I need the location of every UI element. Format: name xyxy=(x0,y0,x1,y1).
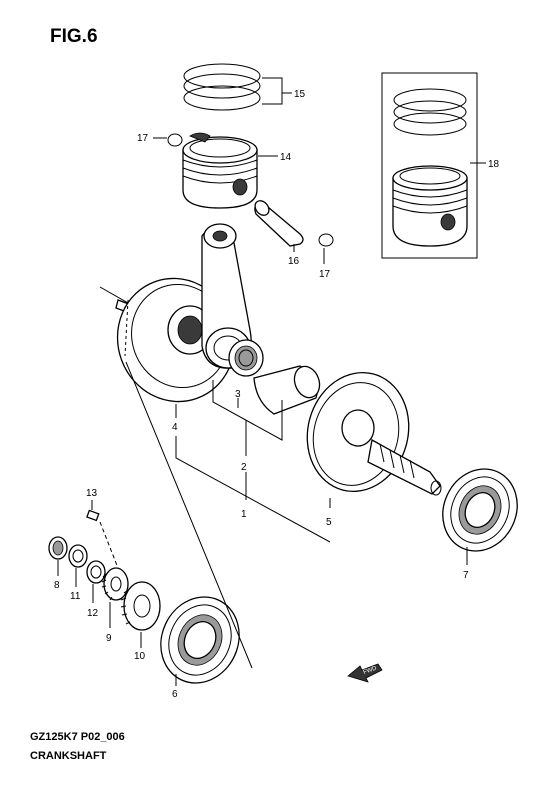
oil-seal[interactable] xyxy=(48,536,68,560)
piston-pin-clip-lower[interactable] xyxy=(318,233,334,247)
piston[interactable] xyxy=(182,132,258,209)
callout-7: 7 xyxy=(463,570,469,581)
crankshaft-right[interactable] xyxy=(294,361,442,503)
spacer-collar[interactable] xyxy=(68,544,88,568)
crank-pin[interactable] xyxy=(253,363,324,415)
callout-17-lower: 17 xyxy=(319,269,331,280)
callout-9: 9 xyxy=(106,633,112,644)
callout-16: 16 xyxy=(288,256,300,267)
callout-15: 15 xyxy=(294,89,306,100)
callout-12: 12 xyxy=(87,608,99,619)
needle-bearing[interactable] xyxy=(228,339,264,377)
callout-6: 6 xyxy=(172,689,178,700)
callout-17-upper: 17 xyxy=(137,133,149,144)
callout-5: 5 xyxy=(326,517,332,528)
callout-1: 1 xyxy=(241,509,247,520)
crankshaft-bearing-left[interactable] xyxy=(147,584,253,696)
callout-11: 11 xyxy=(70,591,81,602)
callout-14: 14 xyxy=(280,152,292,163)
crankshaft-bearing-right[interactable] xyxy=(430,457,531,564)
callout-13: 13 xyxy=(86,488,98,499)
piston-rings[interactable] xyxy=(183,63,261,111)
fwd-arrow-icon: FWD xyxy=(347,663,383,683)
callout-8: 8 xyxy=(54,580,60,591)
figure-title: FIG.6 xyxy=(50,26,98,47)
callout-2: 2 xyxy=(241,462,247,473)
primary-drive-gear[interactable] xyxy=(101,567,129,601)
callout-3: 3 xyxy=(235,389,241,400)
piston-pin-clip-upper[interactable] xyxy=(167,133,183,147)
crankshaft-gear[interactable] xyxy=(120,581,161,631)
model-code: GZ125K7 P02_006 xyxy=(30,731,125,743)
figure-name: CRANKSHAFT xyxy=(30,750,107,762)
callout-4: 4 xyxy=(172,422,178,433)
callout-10: 10 xyxy=(134,651,146,662)
washer[interactable] xyxy=(86,560,106,584)
piston-set[interactable] xyxy=(392,88,468,247)
piston-pin[interactable] xyxy=(252,198,304,247)
piston-set-box xyxy=(381,72,478,259)
woodruff-key[interactable] xyxy=(86,509,100,522)
fwd-label: FWD xyxy=(363,665,379,676)
callout-18: 18 xyxy=(488,159,500,170)
